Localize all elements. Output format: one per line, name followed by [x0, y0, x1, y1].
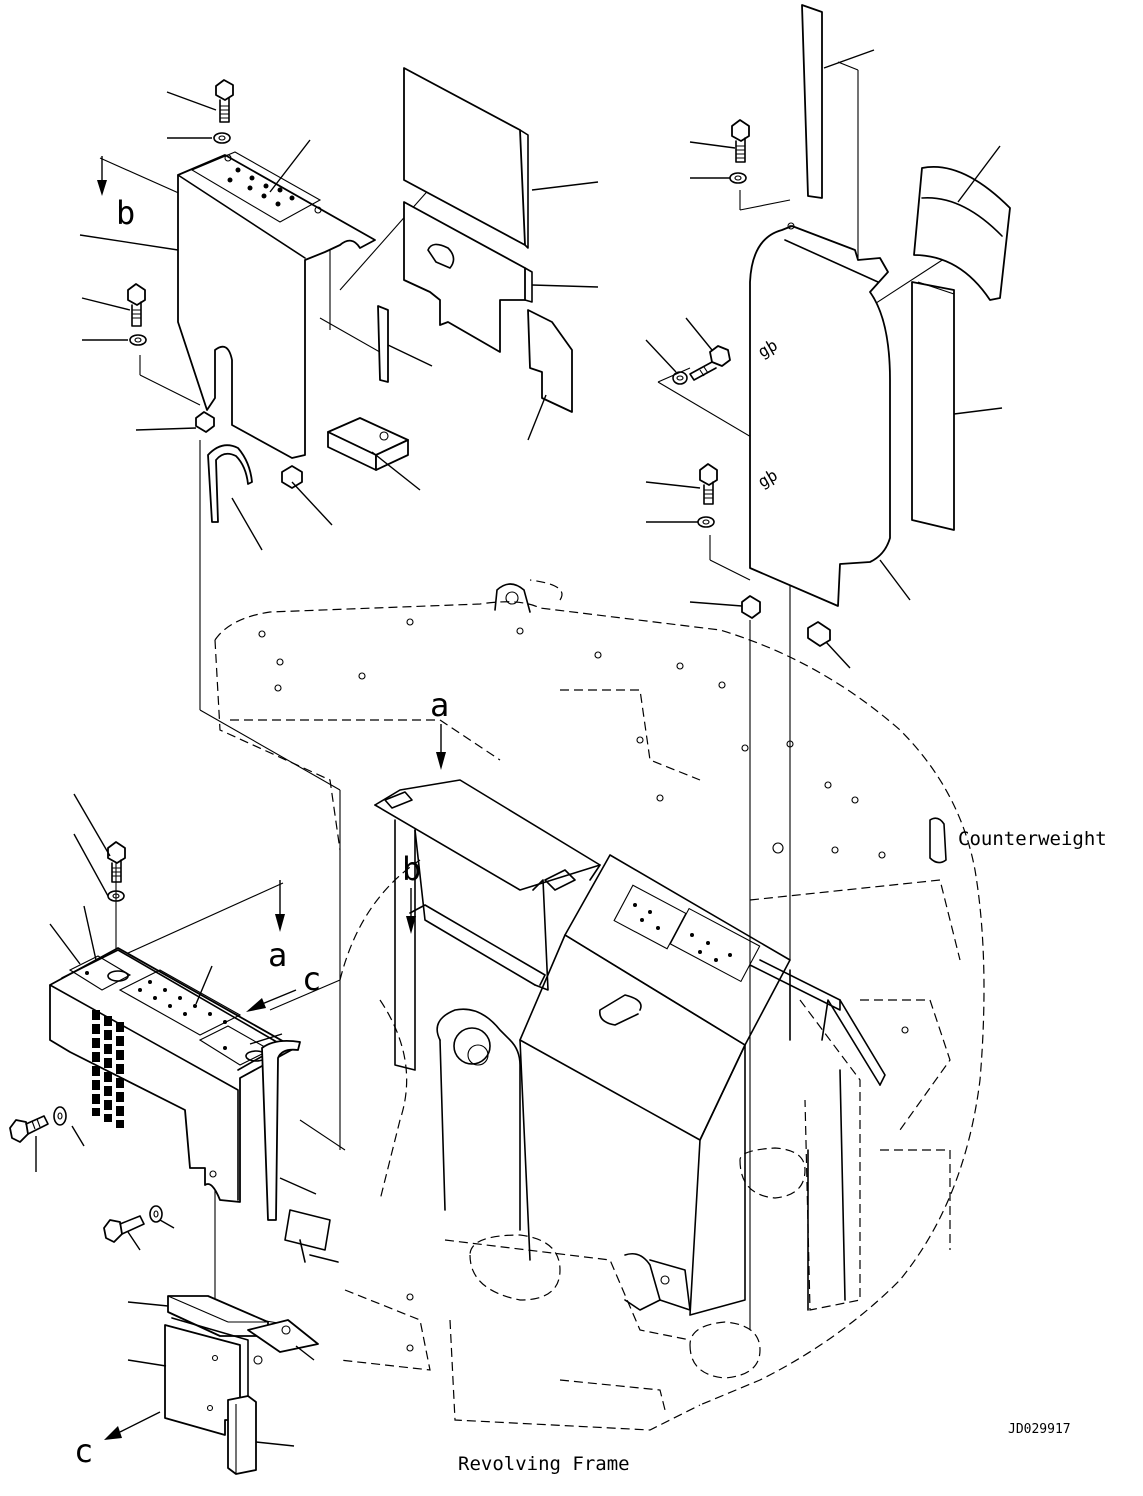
label-c-left: c [302, 960, 321, 998]
bolt-icon [103, 1215, 145, 1243]
bottom-left-cover [49, 947, 296, 1203]
label-c-bottom: c [74, 1432, 93, 1470]
washer-icon [697, 516, 715, 528]
bolt-icon [731, 119, 750, 163]
bolt-icon [9, 1115, 49, 1143]
top-right-cover: gþ gþ [749, 222, 891, 607]
strip-tall-top [801, 4, 823, 199]
leader-lines-top-right [645, 49, 1003, 669]
label-a-center: a [430, 686, 449, 724]
revolving-frame-label: Revolving Frame [458, 1453, 630, 1475]
washer-icon [129, 334, 147, 346]
label-a-left: a [268, 936, 287, 974]
pad-curved [913, 166, 1011, 301]
strip-bottom [227, 1395, 257, 1475]
clip-icon [195, 411, 303, 489]
pad-block [403, 201, 533, 353]
leader-lines-bottom-left [35, 793, 317, 1447]
counterweight-label: Counterweight [958, 828, 1107, 850]
arrow-a-left: a [268, 880, 287, 974]
pad-large [403, 67, 529, 249]
bolt-icon [127, 283, 146, 327]
bolt-icon [107, 841, 126, 883]
label-b-center: b [402, 850, 421, 888]
leader-lines-top-left [79, 91, 599, 551]
washer-icon [149, 1205, 163, 1223]
washer-icon [53, 1106, 67, 1126]
seal-strip-bottom [261, 1039, 301, 1221]
washer-icon [213, 132, 231, 144]
strip-right [911, 281, 955, 531]
bolt-icon [215, 79, 234, 123]
drawing-number: JD029917 [1008, 1422, 1071, 1437]
top-left-cover [177, 151, 376, 459]
arrow-c-left: c [246, 960, 321, 1012]
washer-icon [729, 172, 747, 184]
bolt-icon [699, 463, 718, 505]
clip-icon [741, 595, 831, 647]
pad-l-shape [527, 309, 573, 413]
center-enclosure [284, 779, 886, 1316]
bolt-icon [689, 345, 731, 381]
pad-small-box [327, 417, 409, 471]
pad-stick [377, 305, 389, 383]
arrow-b-top: b [97, 156, 135, 232]
label-b-top: b [116, 194, 135, 232]
arrow-a-center: a [430, 686, 449, 770]
revolving-frame-outline [214, 579, 985, 1431]
washer-icon [672, 371, 688, 385]
arrow-c-bottom: c [74, 1411, 161, 1470]
plate-bottom [247, 1319, 319, 1365]
arrow-b-center: b [402, 850, 421, 934]
pad-bottom-square [164, 1317, 249, 1436]
seal-strip-left [207, 444, 253, 523]
